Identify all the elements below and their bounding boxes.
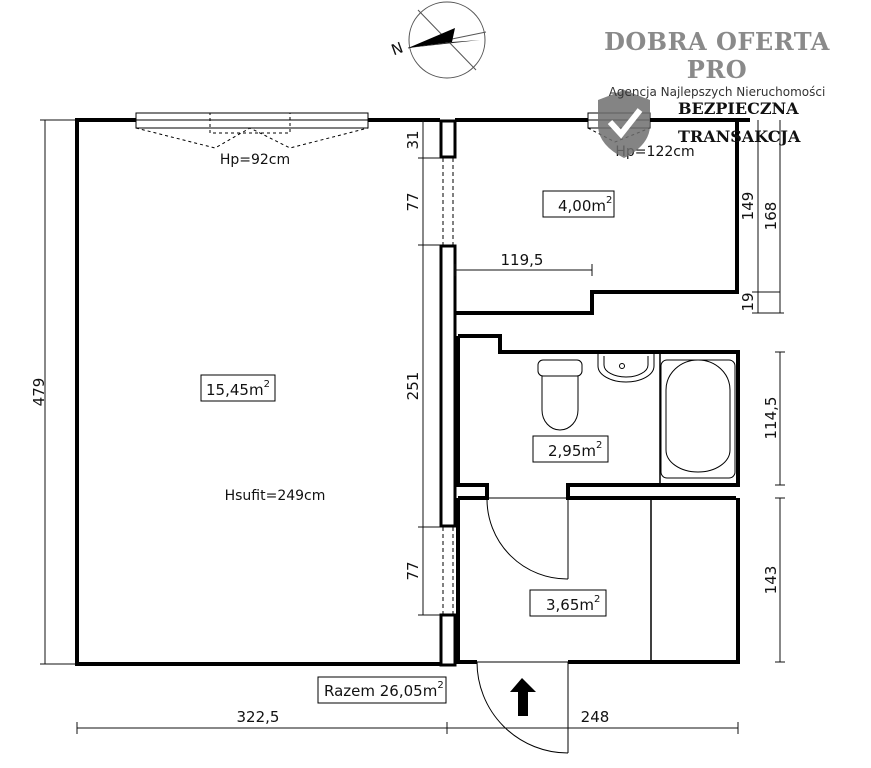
area-bath-exponent: 2 — [596, 440, 602, 451]
area-total-value: Razem 26,05m — [324, 682, 437, 700]
brand-subtitle: Agencja Najlepszych Nieruchomości — [608, 85, 826, 99]
dim-149: 149 — [739, 192, 757, 221]
ceiling-height: Hsufit=249cm — [225, 488, 326, 504]
badge-line-1: BEZPIECZNA — [678, 99, 799, 118]
entrance-arrow-icon — [510, 678, 536, 716]
area-hall-exponent: 2 — [594, 594, 600, 605]
area-main-value: 15,45m — [206, 381, 264, 399]
svg-text:Razem 26,05m2: Razem 26,05m2 — [324, 680, 444, 700]
door-swing-entrance — [476, 661, 569, 754]
dim-hall-depth: 143 — [762, 566, 780, 595]
dimension-lines — [40, 119, 785, 734]
dim-width-left: 322,5 — [237, 708, 280, 726]
window-height-left: Hp=92cm — [220, 152, 290, 168]
area-hall: 3,65m2 — [529, 589, 607, 617]
safe-transaction-badge: BEZPIECZNA TRANSAKCJA — [678, 95, 800, 151]
dim-overall-height: 479 — [30, 378, 48, 407]
svg-text:4,00m2: 4,00m2 — [558, 195, 612, 215]
badge-line-2: TRANSAKCJA — [678, 127, 801, 146]
dim-inner-width: 119,5 — [501, 251, 544, 269]
brand-title: DOBRA OFERTA PRO — [604, 27, 830, 84]
dim-168: 168 — [762, 202, 780, 231]
area-second-value: 4,00m — [558, 197, 606, 215]
area-main: 15,45m2 — [200, 374, 276, 402]
window-left — [135, 112, 369, 149]
area-second: 4,00m2 — [542, 190, 615, 218]
area-bath-value: 2,95m — [548, 442, 596, 460]
dim-door-lower: 77 — [404, 561, 422, 580]
toilet-icon — [537, 359, 583, 431]
dim-19: 19 — [739, 292, 757, 311]
dim-wall-middle: 251 — [404, 372, 422, 401]
sink-icon — [597, 354, 655, 383]
svg-text:15,45m2: 15,45m2 — [206, 379, 270, 399]
dim-wall-top: 31 — [404, 130, 422, 149]
area-second-exponent: 2 — [606, 195, 612, 206]
svg-text:3,65m2: 3,65m2 — [546, 594, 600, 614]
area-bath: 2,95m2 — [532, 435, 609, 463]
dim-door-upper: 77 — [404, 192, 422, 211]
area-hall-value: 3,65m — [546, 596, 594, 614]
door-openings — [442, 158, 454, 614]
door-swing-bath — [486, 497, 569, 580]
area-main-exponent: 2 — [264, 379, 270, 390]
dim-bath-depth: 114,5 — [762, 397, 780, 440]
compass-north-label: N — [389, 38, 406, 59]
area-total-exponent: 2 — [437, 680, 443, 691]
area-total: Razem 26,05m2 — [317, 676, 447, 704]
bathtub-icon — [660, 359, 736, 479]
walls — [75, 118, 750, 667]
shield-check-icon — [598, 90, 650, 158]
brand-block: DOBRA OFERTA PRO Agencja Najlepszych Nie… — [572, 28, 862, 100]
dim-width-right: 248 — [581, 708, 610, 726]
svg-text:2,95m2: 2,95m2 — [548, 440, 602, 460]
compass-icon: N — [389, 1, 487, 79]
